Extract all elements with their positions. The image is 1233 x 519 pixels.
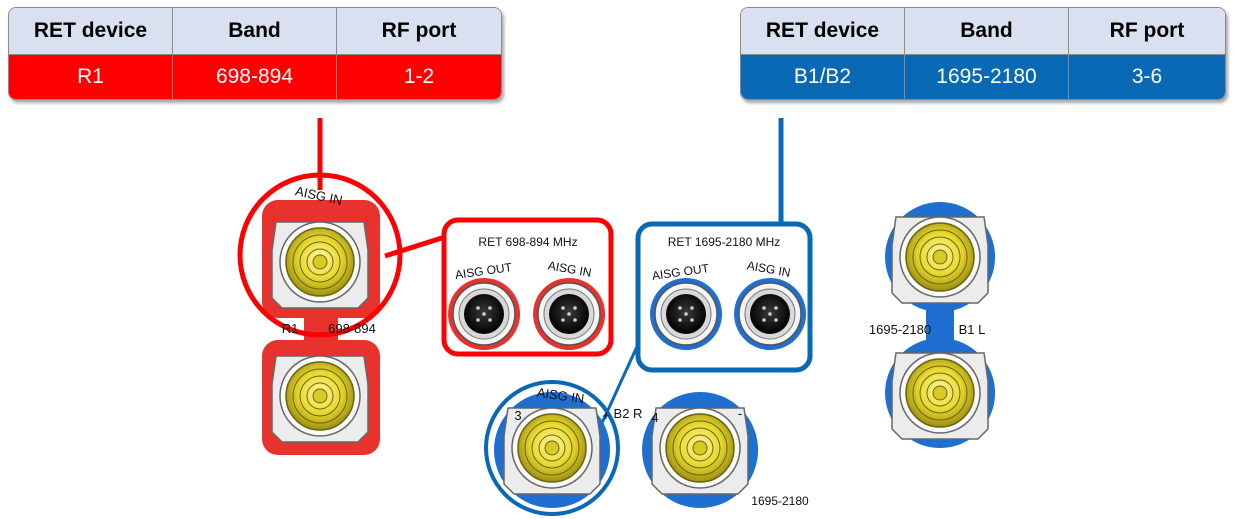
table-header-row: RET device Band RF port	[741, 8, 1225, 55]
cell-rf-port: 1-2	[337, 55, 501, 99]
rf-connector-icon	[271, 355, 369, 443]
highlight-circle-r1	[237, 172, 403, 338]
ret-blue-box: RET 1695-2180 MHz AISG OUT AISG IN	[635, 221, 813, 373]
rf-connector-icon	[891, 352, 989, 440]
cell-rf-port: 3-6	[1069, 55, 1225, 99]
cell-band: 698-894	[173, 55, 337, 99]
aisg-out-connector-icon	[654, 282, 718, 346]
aisg-in-label: AISG IN	[536, 385, 585, 406]
highlight-circle-b2	[484, 380, 620, 516]
b2-port-group: AISG IN 3 + B2 R 4 - 1695-2180	[484, 380, 809, 516]
blue-band-bottom-label: 1695-2180	[751, 494, 809, 508]
blue-band-left-label: 1695-2180	[869, 322, 931, 337]
aisg-out-connector-icon	[452, 282, 516, 346]
port-3-label: 3	[514, 408, 521, 423]
rf-connector-icon	[651, 407, 749, 495]
rf-connector-icon	[271, 221, 369, 309]
ret-red-title: RET 698-894 MHz	[478, 235, 577, 249]
red-leader-line	[317, 118, 449, 259]
r1-label: R1	[282, 321, 299, 336]
rf-connector-icon	[891, 216, 989, 304]
header-rf-port: RF port	[1069, 8, 1225, 55]
b2r-label: B2 R	[614, 406, 643, 421]
ret-blue-title: RET 1695-2180 MHz	[668, 235, 781, 249]
header-ret-device: RET device	[9, 8, 173, 55]
port-4-label: 4	[651, 410, 658, 425]
r1-port-group: AISG IN R1 698-894	[237, 172, 403, 455]
b1-port-group: 1695-2180 B1 L	[869, 190, 1020, 460]
plus-label: +	[602, 408, 610, 423]
b1l-label: B1 L	[959, 322, 986, 337]
ret-table-r1: RET device Band RF port R1 698-894 1-2	[8, 7, 502, 100]
table-row: B1/B2 1695-2180 3-6	[741, 55, 1225, 99]
ret-red-box: RET 698-894 MHz AISG OUT AISG IN	[441, 217, 614, 357]
cell-ret-device: R1	[9, 55, 173, 99]
cell-ret-device: B1/B2	[741, 55, 905, 99]
aisg-in-connector-icon	[537, 282, 601, 346]
aisg-in-connector-icon	[738, 282, 802, 346]
table-header-row: RET device Band RF port	[9, 8, 501, 55]
cell-band: 1695-2180	[905, 55, 1069, 99]
header-band: Band	[173, 8, 337, 55]
table-row: R1 698-894 1-2	[9, 55, 501, 99]
header-ret-device: RET device	[741, 8, 905, 55]
ret-table-b1b2: RET device Band RF port B1/B2 1695-2180 …	[740, 7, 1226, 100]
minus-label: -	[738, 406, 742, 421]
header-rf-port: RF port	[337, 8, 501, 55]
r1-band-label: 698-894	[328, 321, 376, 336]
header-band: Band	[905, 8, 1069, 55]
